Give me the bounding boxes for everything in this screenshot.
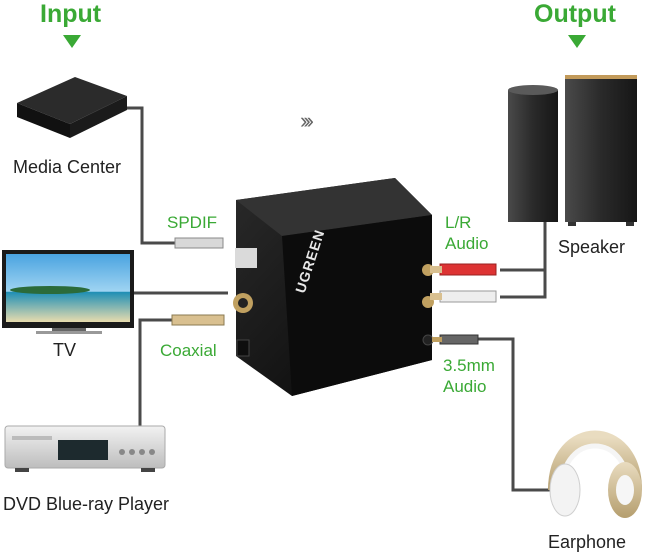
plugs <box>171 237 497 345</box>
earphone-label: Earphone <box>548 532 627 552</box>
dvd-player-device <box>4 425 166 472</box>
tv-device <box>2 250 134 334</box>
headphones-device <box>548 430 642 518</box>
media-center-label: Media Center <box>13 157 122 177</box>
spdif-cable <box>125 106 175 245</box>
coaxial-label: Coaxial <box>160 341 217 360</box>
mm-audio-label-line1: 3.5mm <box>443 356 495 375</box>
speaker-label: Speaker <box>558 237 626 257</box>
lr-audio-label-line2: Audio <box>445 234 489 253</box>
output-header: Output <box>534 0 616 28</box>
input-header: Input <box>40 0 102 28</box>
speaker-device <box>508 75 637 226</box>
lr-audio-label-line1: L/R <box>445 213 472 232</box>
lr-cable-red <box>500 220 547 272</box>
output-arrow-icon <box>568 35 586 48</box>
tv-label: TV <box>53 340 77 360</box>
dvd-player-label: DVD Blue-ray Player <box>3 494 170 514</box>
media-center-device <box>17 77 127 138</box>
input-arrow-icon <box>63 35 81 48</box>
mm-audio-label-line2: Audio <box>443 377 487 396</box>
cables <box>125 106 550 492</box>
coaxial-cable <box>138 318 172 426</box>
spdif-label: SPDIF <box>167 213 218 232</box>
earphone-cable <box>478 337 550 492</box>
lr-cable-white <box>500 270 547 299</box>
converter-device <box>233 178 434 396</box>
